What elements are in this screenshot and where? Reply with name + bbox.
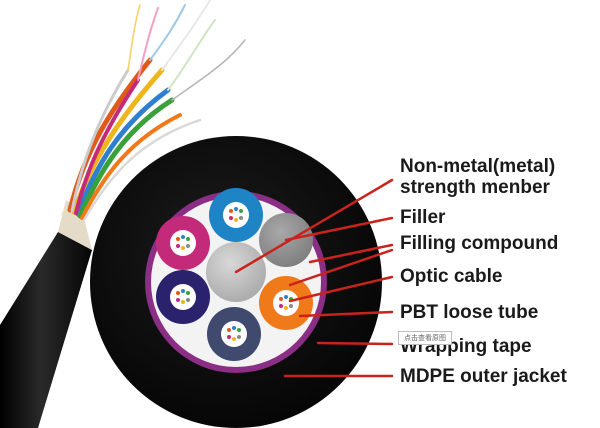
- leader-filling-compound-b: [288, 248, 394, 287]
- loose-tube-magenta: [156, 216, 210, 270]
- loose-tube-slate: [207, 307, 261, 361]
- loose-tube-orange: [259, 276, 313, 330]
- label-strength-member-line1: Non-metal(metal): [400, 156, 556, 177]
- label-loose-tube: PBT loose tube: [400, 302, 539, 323]
- leader-lines: [234, 178, 394, 378]
- label-filling-compound: Filling compound: [400, 233, 559, 254]
- loose-tube-navy: [156, 270, 210, 324]
- label-optic-cable: Optic cable: [400, 266, 503, 287]
- leader-filler: [284, 216, 394, 242]
- leader-optic-cable: [288, 275, 394, 303]
- label-filler: Filler: [400, 207, 446, 228]
- view-original-tag[interactable]: 点击查看原图: [398, 331, 452, 345]
- label-strength-member-line2: strength menber: [400, 177, 550, 198]
- loose-tube-blue: [209, 188, 263, 242]
- cable-body: [0, 200, 92, 428]
- leader-wrapping-tape: [316, 341, 394, 346]
- optic-fiber-dots: [176, 207, 293, 341]
- label-outer-jacket: MDPE outer jacket: [400, 366, 567, 387]
- fiber-strands: [67, 0, 246, 222]
- leader-loose-tube: [298, 310, 394, 318]
- leader-strength-member: [234, 178, 394, 274]
- leader-filling-compound-a: [308, 243, 394, 264]
